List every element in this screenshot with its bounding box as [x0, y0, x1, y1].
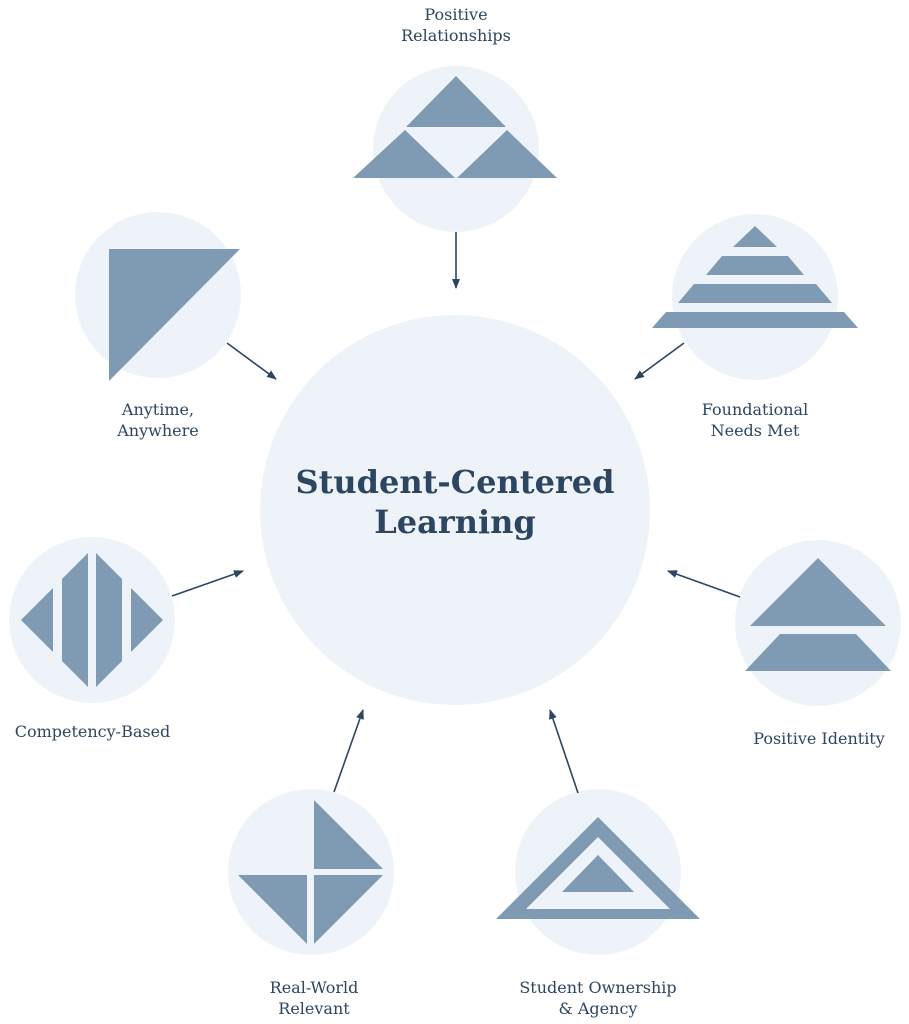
node-positive-identity: [735, 540, 901, 706]
label-positive-identity: Positive Identity: [719, 728, 909, 749]
label-competency-based: Competency-Based: [0, 721, 185, 742]
label-anytime-anywhere: Anytime, Anywhere: [58, 399, 258, 441]
label-line1: Student Ownership: [519, 978, 677, 997]
arrows: [171, 232, 741, 794]
label-line2: Relevant: [278, 999, 350, 1018]
node-positive-relationships: [353, 66, 557, 232]
label-line2: Needs Met: [710, 421, 800, 440]
node-circle: [373, 66, 539, 232]
node-anytime-anywhere: [75, 212, 241, 381]
stepped-pyramid-icon: [652, 226, 858, 328]
arrow-student-ownership-agency: [549, 709, 579, 794]
diamond-bars-icon: [21, 553, 163, 687]
nested-triangle-icon: [496, 817, 700, 919]
label-line1: Real-World: [269, 978, 359, 997]
center-circle: [260, 315, 650, 705]
arrow-positive-identity: [667, 570, 741, 598]
node-real-world-relevant: [228, 789, 394, 955]
label-line1: Positive: [424, 5, 488, 24]
label-student-ownership-agency: Student Ownership & Agency: [488, 977, 708, 1019]
label-line2: & Agency: [558, 999, 638, 1018]
pinwheel-icon: [238, 800, 383, 944]
arrow-anytime-anywhere: [226, 342, 277, 380]
stacked-triangles-icon: [745, 558, 891, 671]
label-line2: Anywhere: [117, 421, 199, 440]
node-competency-based: [9, 537, 175, 703]
label-line2: Relationships: [401, 26, 511, 45]
label-real-world-relevant: Real-World Relevant: [214, 977, 414, 1019]
node-student-ownership-agency: [496, 789, 700, 955]
center-title: Student-Centered Learning: [260, 462, 650, 542]
label-line1: Anytime,: [121, 400, 195, 419]
center-title-line2: Learning: [374, 503, 536, 541]
label-line1: Positive Identity: [753, 729, 885, 748]
label-line1: Competency-Based: [14, 722, 171, 741]
label-positive-relationships: Positive Relationships: [356, 4, 556, 46]
right-triangle-icon: [109, 249, 240, 381]
arrow-real-world-relevant: [333, 709, 364, 793]
node-circle: [228, 789, 394, 955]
arrow-competency-based: [171, 570, 244, 597]
node-foundational-needs-met: [652, 214, 858, 380]
label-line1: Foundational: [701, 400, 809, 419]
label-foundational-needs-met: Foundational Needs Met: [655, 399, 855, 441]
triforce-icon: [353, 76, 557, 178]
arrow-foundational-needs-met: [634, 342, 685, 380]
center-title-line1: Student-Centered: [295, 463, 615, 501]
node-circle: [9, 537, 175, 703]
